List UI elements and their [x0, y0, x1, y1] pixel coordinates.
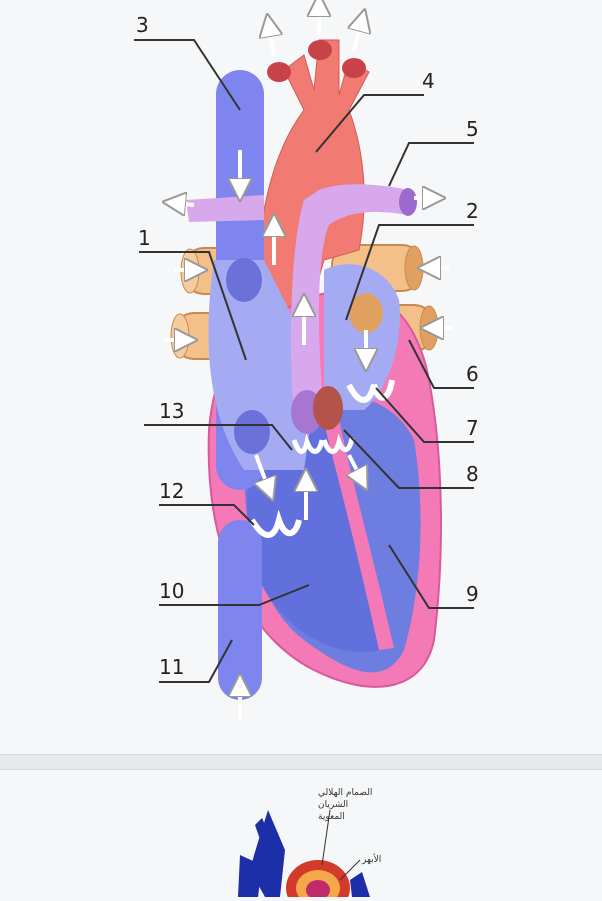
label-6: 6	[466, 362, 479, 386]
second-figure-panel: الصمام الهلالي الشريان المعوية الأبهر	[0, 770, 602, 897]
label-7: 7	[466, 416, 479, 440]
label-9: 9	[466, 582, 479, 606]
label-a-line1: الصمام الهلالي	[318, 788, 372, 798]
label-11: 11	[159, 655, 184, 679]
label-2: 2	[466, 199, 479, 223]
label-1: 1	[138, 226, 151, 250]
label-5: 5	[466, 117, 479, 141]
second-heart-figure: الصمام الهلالي الشريان المعوية الأبهر	[0, 770, 602, 897]
heart-small	[286, 860, 350, 897]
section-divider	[0, 754, 602, 770]
label-13: 13	[159, 399, 184, 423]
label-10: 10	[159, 579, 184, 603]
label-a-line2: الشريان	[318, 800, 348, 810]
label-12: 12	[159, 479, 184, 503]
label-4: 4	[422, 69, 435, 93]
heart-diagram: 3 1 13 12 10 11 4 5 2 6 7 8 9	[4, 0, 598, 752]
label-8: 8	[466, 462, 479, 486]
label-3: 3	[136, 13, 149, 37]
label-a-line3: المعوية	[318, 812, 345, 822]
heart-diagram-panel: 3 1 13 12 10 11 4 5 2 6 7 8 9	[4, 0, 598, 752]
label-b: الأبهر	[361, 853, 381, 865]
